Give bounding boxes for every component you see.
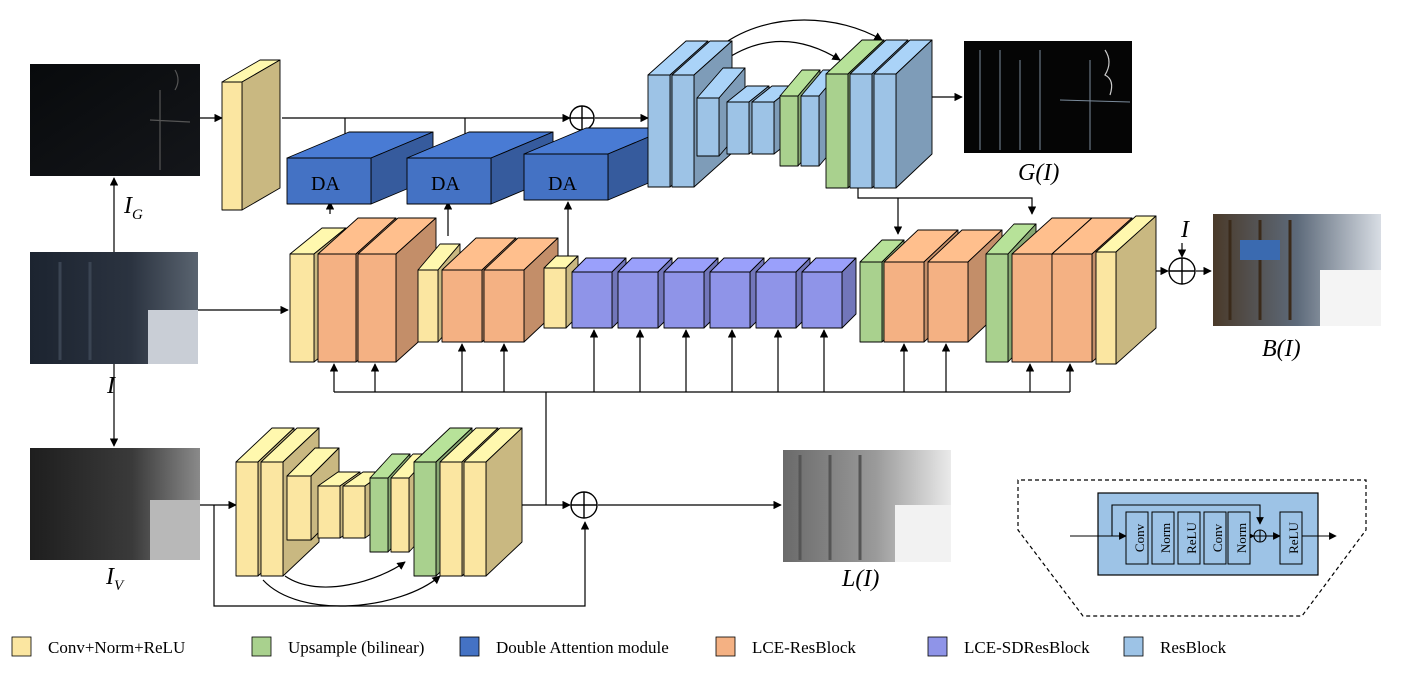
image-iv	[30, 448, 200, 560]
da-block-1	[286, 131, 434, 205]
legend-label-conv: Conv+Norm+ReLU	[48, 638, 185, 657]
legend-item-lce_sdresblock: LCE-SDResBlock	[927, 636, 1090, 657]
label-i: I	[106, 373, 116, 399]
inset-cell-label-6: ReLU	[1286, 522, 1301, 554]
image-li	[783, 450, 951, 562]
inset-cell-label-2: Norm	[1158, 523, 1173, 553]
legend-label-resblock: ResBlock	[1160, 638, 1227, 657]
label-li: L(I)	[841, 566, 879, 592]
legend-label-upsample: Upsample (bilinear)	[288, 638, 424, 657]
label-ig: IG	[123, 193, 143, 223]
legend-swatch-lce_sdresblock	[927, 636, 948, 657]
g-resblock-8	[873, 39, 933, 189]
legend-item-conv: Conv+Norm+ReLU	[11, 636, 185, 657]
inset-cell-label-4: Conv	[1210, 523, 1225, 552]
top-conv-block	[221, 59, 281, 211]
legend-item-lce_resblock: LCE-ResBlock	[715, 636, 856, 657]
inset-cell-2: Norm	[1151, 511, 1175, 565]
da-label-3: DA	[548, 173, 577, 195]
legend-label-double_attention: Double Attention module	[496, 638, 669, 657]
inset-cell-3: ReLU	[1177, 511, 1201, 565]
legend: Conv+Norm+ReLU Upsample (bilinear) Double …	[11, 636, 1227, 657]
legend-swatch-conv	[11, 636, 32, 657]
inset-cell-label-3: ReLU	[1184, 522, 1199, 554]
inset-cell-label-5: Norm	[1234, 523, 1249, 553]
label-gi: G(I)	[1018, 160, 1059, 186]
resblock-inset: Conv Norm ReLU Conv Norm ReLU	[1017, 479, 1367, 617]
inset-cell-4: Conv	[1203, 511, 1227, 565]
main-conv-4	[1095, 215, 1157, 365]
l-conv-8	[463, 427, 523, 577]
label-iv: IV	[105, 564, 125, 594]
image-i	[30, 252, 198, 364]
legend-swatch-lce_resblock	[715, 636, 736, 657]
label-i-top: I	[1180, 217, 1190, 243]
inset-cell-5: Norm	[1227, 511, 1251, 565]
legend-label-lce_sdresblock: LCE-SDResBlock	[964, 638, 1090, 657]
main-lce-sdresblock-6	[801, 257, 857, 329]
legend-swatch-upsample	[251, 636, 272, 657]
legend-item-double_attention: Double Attention module	[459, 636, 669, 657]
da-label-1: DA	[311, 173, 340, 195]
da-labels: DA DA DA	[311, 173, 577, 195]
legend-label-lce_resblock: LCE-ResBlock	[752, 638, 856, 657]
image-gi	[964, 41, 1132, 153]
legend-item-resblock: ResBlock	[1123, 636, 1227, 657]
sum-nodes	[569, 105, 1196, 519]
image-bi	[1213, 214, 1381, 326]
inset-cell-label-1: Conv	[1132, 523, 1147, 552]
network-blocks	[221, 39, 1157, 577]
legend-swatch-double_attention	[459, 636, 480, 657]
image-ig	[30, 64, 200, 176]
da-label-2: DA	[431, 173, 460, 195]
legend-swatch-resblock	[1123, 636, 1144, 657]
legend-item-upsample: Upsample (bilinear)	[251, 636, 424, 657]
connections	[109, 19, 1212, 607]
da-block-2	[406, 131, 554, 205]
label-bi: B(I)	[1262, 336, 1301, 362]
inset-cell-1: Conv	[1125, 511, 1149, 565]
inset-cell-6: ReLU	[1279, 511, 1303, 565]
